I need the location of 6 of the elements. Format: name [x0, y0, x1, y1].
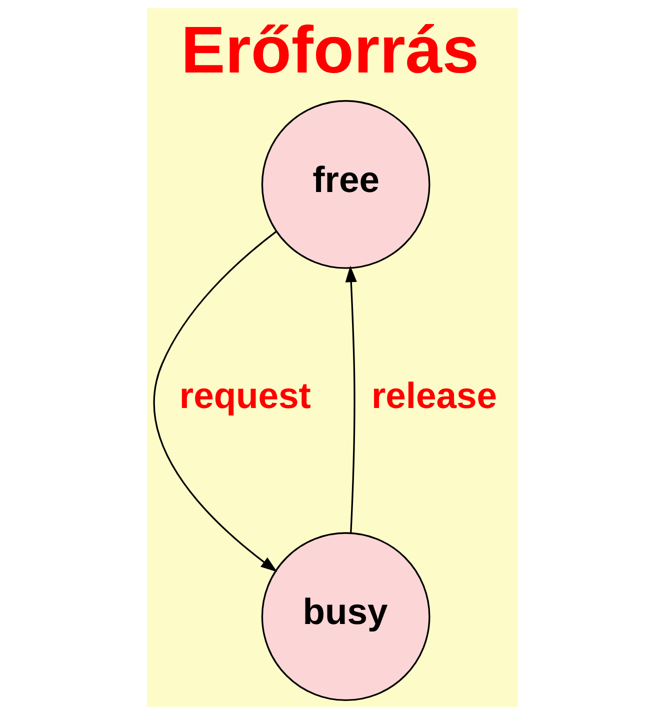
arrow [152, 230, 277, 572]
edge-label: request [178, 375, 310, 416]
node-circle: free [260, 100, 430, 269]
edge-label: release [370, 375, 497, 416]
arrow [344, 266, 356, 534]
diagram-title: Erőforrás [180, 14, 479, 88]
